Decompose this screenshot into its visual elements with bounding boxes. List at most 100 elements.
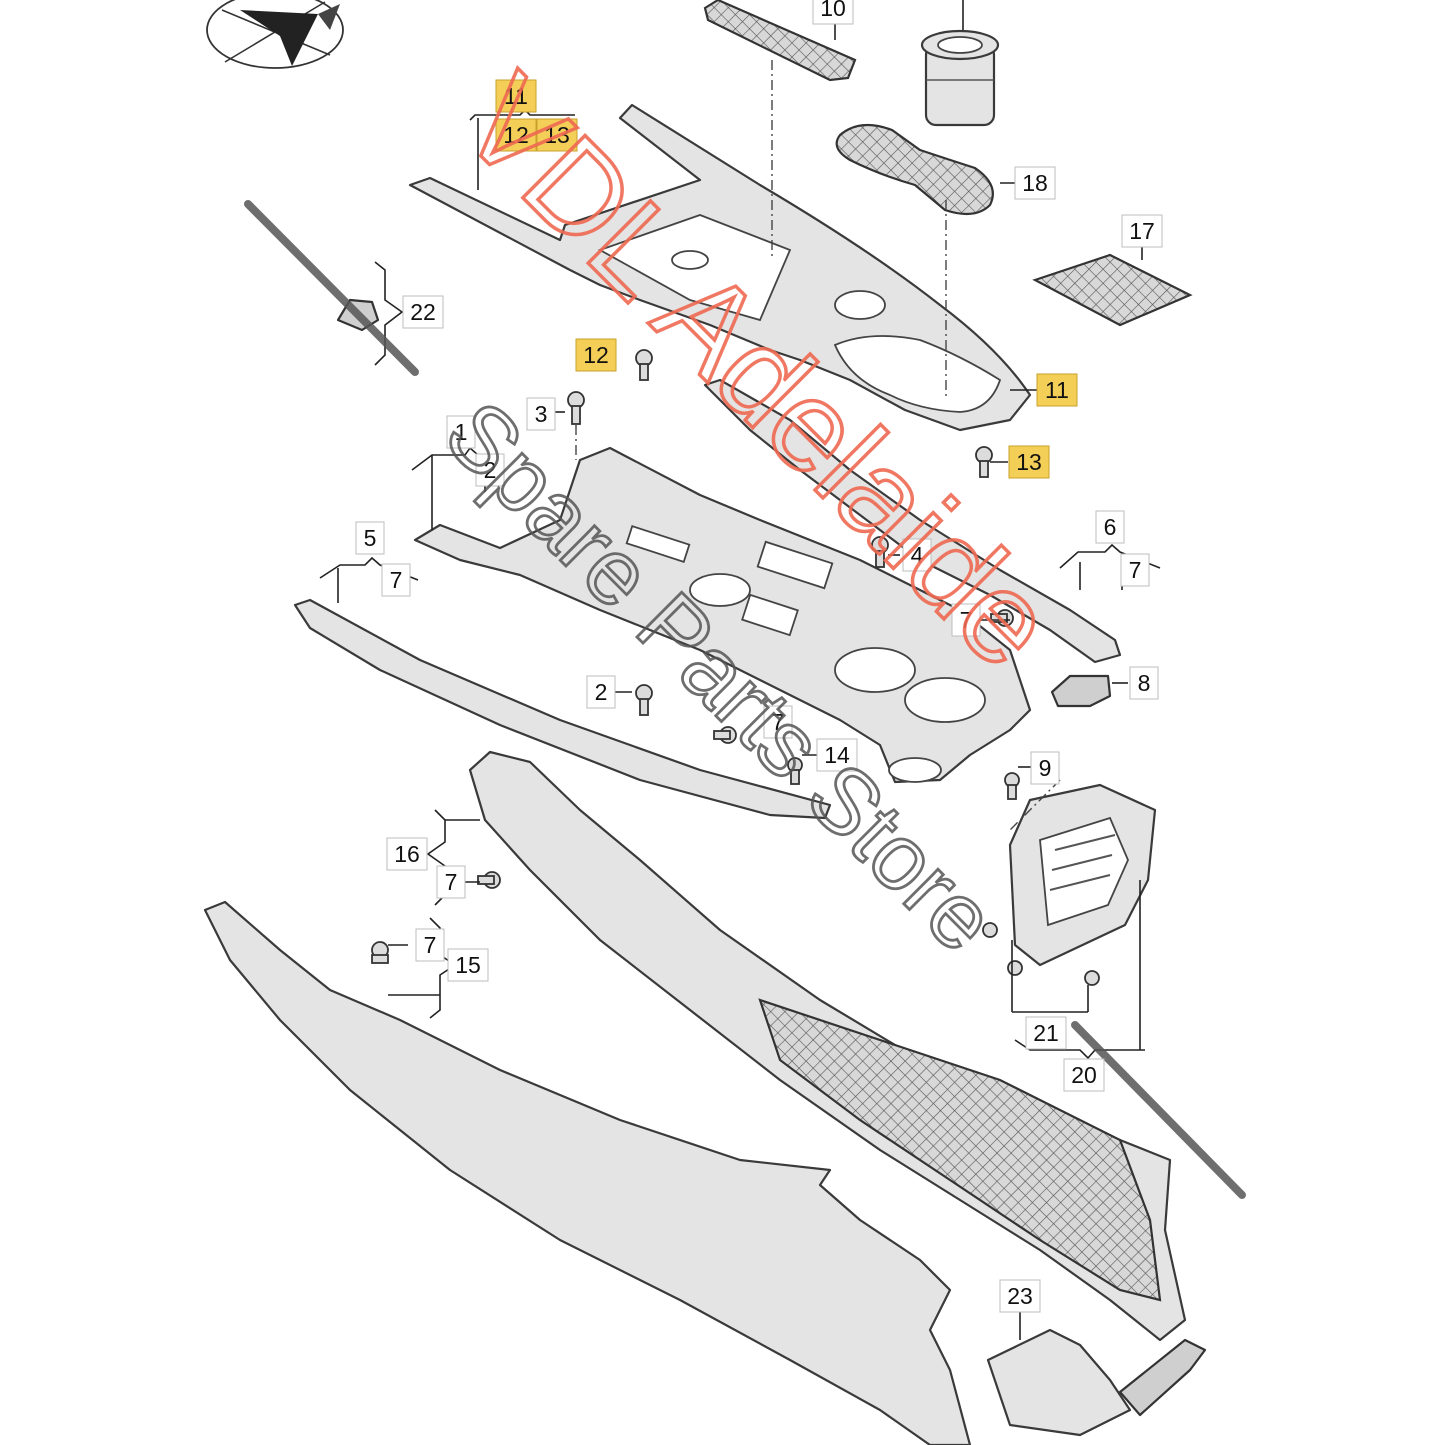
callout-box: [816, 738, 858, 772]
callout-box: [1014, 166, 1056, 200]
callout-box: [355, 521, 385, 555]
screw-icon: [371, 941, 389, 964]
callout-box: [1121, 214, 1163, 248]
callout-label: 7: [390, 567, 403, 593]
part-5-left-trim: [293, 598, 832, 820]
callout-box: [812, 0, 854, 25]
screw-icon: [635, 684, 653, 716]
assembly-lines: [575, 60, 1061, 831]
callout-box: [586, 675, 616, 709]
callout-label: 2: [595, 679, 608, 705]
callout-box: [436, 865, 466, 899]
callout-box: [381, 563, 411, 597]
part-17-pad: [1032, 253, 1193, 327]
part-23-pad: [986, 1328, 1207, 1437]
callout-label: 9: [1039, 755, 1052, 781]
callout-16: 16: [386, 837, 428, 871]
screw-icon: [1004, 772, 1020, 800]
callout-23: 23: [999, 1279, 1041, 1313]
callout-box: [999, 1279, 1041, 1313]
callout-12-mid: 12: [575, 338, 617, 372]
callout-label: 15: [455, 952, 481, 978]
callout-label: 13: [544, 122, 570, 148]
callout-box: [475, 453, 505, 487]
callout-11-right: 11: [1036, 373, 1078, 407]
screw-icon: [982, 922, 998, 938]
callout-box: [536, 118, 578, 152]
callout-label: 22: [410, 299, 436, 325]
callout-7-left: 7: [381, 563, 411, 597]
callout-label: 20: [1071, 1062, 1097, 1088]
callout-label: 3: [535, 401, 548, 427]
callout-box: [1036, 373, 1078, 407]
callout-14: 14: [816, 738, 858, 772]
callout-label: 11: [1045, 377, 1069, 403]
callout-label: 12: [583, 342, 609, 368]
callout-label: 11: [504, 83, 528, 109]
callout-label: 23: [1007, 1283, 1033, 1309]
callout-7-lower: 7: [436, 865, 466, 899]
callout-20: 20: [1063, 1058, 1105, 1092]
part-1-console-body: [413, 446, 1032, 784]
callout-7-bottom: 7: [415, 928, 445, 962]
part-20-vent: [1008, 783, 1157, 967]
screw-icon: [1007, 960, 1023, 976]
callout-12-top: 12: [495, 118, 537, 152]
callout-11-top: 11: [495, 79, 537, 113]
callout-label: 8: [1138, 670, 1151, 696]
part-15-side-panel: [203, 900, 972, 1445]
callout-box: [526, 397, 556, 431]
callout-label: 17: [1129, 218, 1155, 244]
callout-13-right: 13: [1008, 445, 1050, 479]
callout-box: [415, 928, 445, 962]
part-6-right-trim: [703, 378, 1122, 664]
part-8-switch: [1050, 674, 1112, 708]
callout-box: [1129, 666, 1159, 700]
callout-22: 22: [402, 295, 444, 329]
callout-label: 4: [911, 542, 924, 568]
callout-label: 7: [424, 932, 437, 958]
callout-label: 14: [824, 742, 850, 768]
cup-holder-insert: [920, 29, 1000, 127]
callout-18: 18: [1014, 166, 1056, 200]
callout-2-lower: 2: [586, 675, 616, 709]
callout-box: [902, 538, 932, 572]
screw-icon: [871, 536, 889, 568]
part-10-cover: [703, 0, 857, 82]
callout-2-upper: 2: [475, 453, 505, 487]
callout-label: 5: [364, 525, 377, 551]
callout-label: 7: [445, 869, 458, 895]
callout-7-right: 7: [1120, 553, 1150, 587]
callout-box: [446, 415, 476, 449]
callout-label: 21: [1033, 1020, 1059, 1046]
callout-label: 6: [1104, 514, 1117, 540]
callout-7-center: 7: [763, 705, 793, 739]
callout-box: [1120, 553, 1150, 587]
screw-icon: [787, 757, 803, 785]
screw-icon: [1084, 970, 1100, 986]
callout-label: 7: [772, 709, 785, 735]
screw-icon: [567, 391, 585, 425]
part-18-mat: [835, 123, 994, 216]
callout-box: [447, 948, 489, 982]
screw-icon: [477, 871, 501, 889]
callout-box: [575, 338, 617, 372]
callout-label: 16: [394, 841, 420, 867]
watermark-bars: [244, 200, 1246, 1199]
screw-icon: [635, 349, 653, 381]
callout-21: 21: [1025, 1016, 1067, 1050]
callout-box: [1063, 1058, 1105, 1092]
callout-box: [495, 118, 537, 152]
screws: [371, 349, 1100, 986]
part-16-lower-panel: [468, 750, 1187, 1342]
part-11-trim-frame: [408, 103, 1032, 432]
callout-15: 15: [447, 948, 489, 982]
callout-4: 4: [902, 538, 932, 572]
callout-box: [386, 837, 428, 871]
screw-icon: [990, 609, 1014, 627]
callout-1: 1: [446, 415, 476, 449]
screw-icon: [713, 726, 737, 744]
callout-3: 3: [526, 397, 556, 431]
